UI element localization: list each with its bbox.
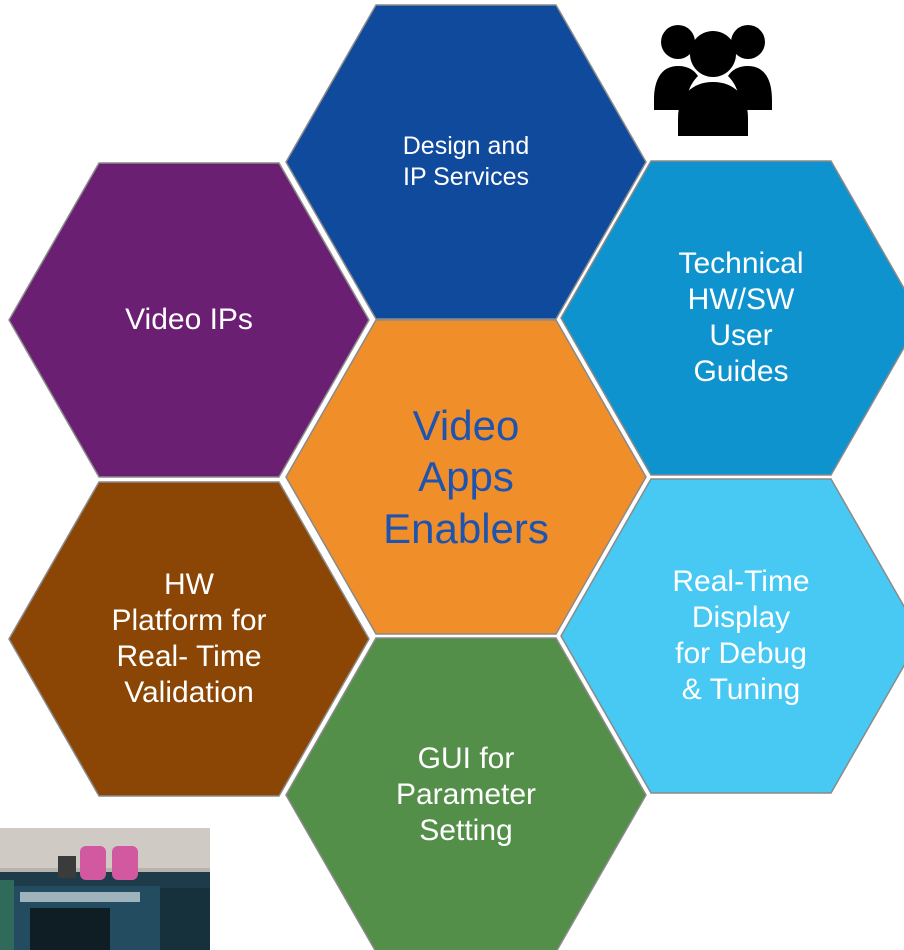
hexagon-technical-user-guides	[560, 160, 904, 476]
hexagon-realtime-display	[560, 478, 904, 794]
users-group-icon	[654, 25, 772, 136]
hexagon-video-ips	[8, 162, 370, 478]
hexagon-hw-platform	[8, 481, 370, 797]
hexagon-design-ip-services	[285, 4, 647, 320]
hexagon-gui-parameter	[285, 637, 647, 950]
fpga-board-photo	[0, 828, 210, 950]
hexagon-video-apps-enablers	[285, 319, 647, 635]
